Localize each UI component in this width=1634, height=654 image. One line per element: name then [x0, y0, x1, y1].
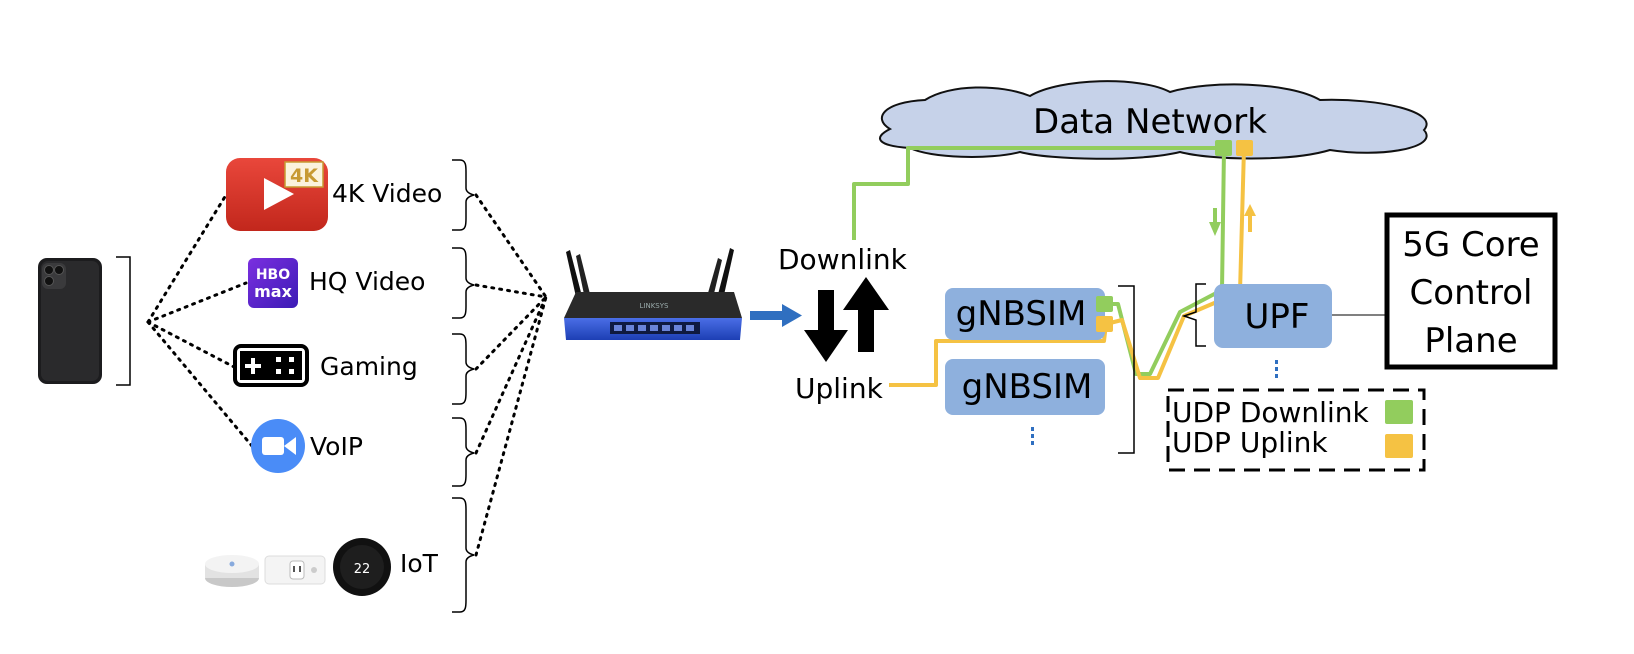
uplink-label: Uplink [795, 372, 884, 405]
core-control-plane-box [1384, 212, 1558, 370]
gnbsim-label-2: gNBSIM [962, 367, 1093, 407]
gnbsim-label-1: gNBSIM [956, 294, 1087, 334]
uplink-small-arrow-icon [1244, 204, 1256, 232]
4k-badge-text: 4K [290, 165, 319, 187]
core-label-line3: Plane [1424, 321, 1517, 361]
gnbsim-bracket [1118, 285, 1135, 454]
hbo-max-icon: HBO max [248, 258, 298, 308]
blue-arrow-icon [750, 304, 802, 327]
downlink-label: Downlink [778, 243, 908, 276]
uplink-port-gnb [1096, 316, 1113, 332]
data-network-cloud [878, 80, 1428, 160]
data-network-label: Data Network [1033, 102, 1267, 142]
legend-uplink-swatch [1385, 434, 1413, 458]
label-hq-video: HQ Video [309, 267, 425, 296]
phone-bracket [116, 256, 131, 386]
hbo-logo-line1: HBO [256, 267, 290, 283]
legend-uplink-label: UDP Uplink [1172, 426, 1328, 459]
phone-app-links [146, 193, 254, 448]
label-gaming: Gaming [320, 352, 418, 381]
gnbsim-node-2 [945, 359, 1105, 415]
uplink-arrow-icon [843, 277, 889, 352]
core-label-line2: Control [1410, 273, 1533, 313]
video-call-icon [251, 419, 305, 473]
upf-ellipsis [1275, 360, 1278, 378]
phone-icon [38, 258, 102, 384]
smart-hub-icon [205, 555, 259, 587]
thermostat-icon: 22 [333, 538, 391, 596]
downlink-small-arrow-icon [1209, 208, 1221, 236]
downlink-arrow-icon [804, 290, 848, 362]
label-voip: VoIP [310, 432, 363, 461]
label-iot: IoT [400, 549, 439, 578]
thermostat-reading: 22 [354, 562, 371, 577]
app-brackets [452, 159, 475, 613]
gnbsim-node-1 [945, 288, 1105, 340]
hbo-logo-line2: max [254, 282, 292, 301]
upf-node [1214, 284, 1332, 348]
router-brand: LINKSYS [640, 302, 670, 310]
app-router-links [474, 193, 548, 557]
core-label-line1: 5G Core [1402, 225, 1539, 265]
gnbsim-ellipsis [1031, 427, 1034, 445]
downlink-port-cloud [1215, 140, 1232, 156]
upf-bracket [1181, 283, 1206, 347]
legend-box [1166, 388, 1426, 472]
uplink-port-cloud [1236, 140, 1253, 156]
game-controller-icon [233, 344, 309, 387]
label-4k-video: 4K Video [332, 179, 442, 208]
wifi-router-icon: LINKSYS [564, 248, 742, 340]
uplink-path [889, 147, 1246, 387]
legend-downlink-label: UDP Downlink [1172, 396, 1369, 429]
downlink-port-gnb [1096, 296, 1113, 312]
legend-downlink-swatch [1385, 400, 1413, 424]
4k-badge: 4K [284, 161, 324, 188]
upf-label: UPF [1245, 297, 1310, 337]
smart-plug-icon [264, 555, 326, 585]
